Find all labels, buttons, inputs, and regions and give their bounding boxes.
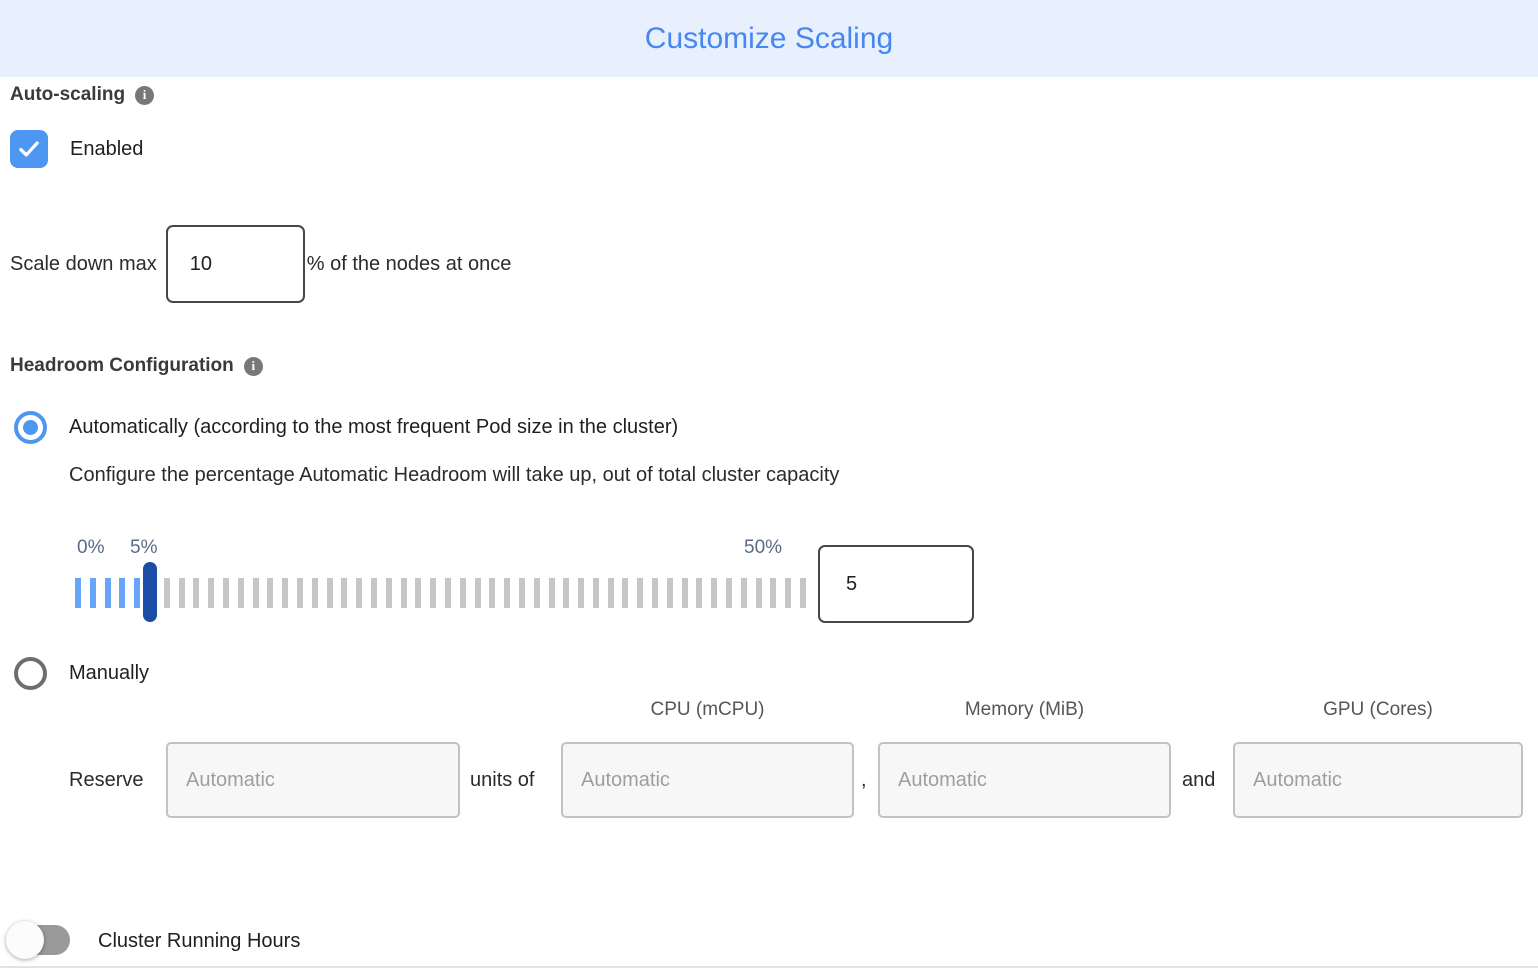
headroom-manual-option-label: Manually [69,662,150,684]
slider-tick [119,578,126,608]
headroom-manual-radio[interactable] [14,657,47,690]
check-icon [16,136,42,162]
slider-tick [785,578,792,608]
cluster-running-hours-toggle[interactable] [6,921,70,959]
headroom-auto-option-label: Automatically (according to the most fre… [69,416,679,438]
slider-tick [222,578,229,608]
radio-dot [23,420,38,435]
slider-tick [208,578,215,608]
slider-tick [267,578,274,608]
column-header-gpu: GPU (Cores) [1323,699,1433,720]
slider-tick [415,578,422,608]
slider-tick [578,578,585,608]
headroom-percentage-input[interactable] [818,545,974,623]
slider-tick [518,578,525,608]
units-of-label: units of [470,769,535,791]
reserve-memory-input[interactable] [878,742,1171,818]
reserve-label: Reserve [69,769,144,791]
auto-scaling-section-label: Auto-scaling i [10,84,155,106]
column-header-memory: Memory (MiB) [964,699,1085,720]
page-title: Customize Scaling [644,21,894,55]
bottom-divider [0,966,1538,968]
and-label: and [1182,769,1216,791]
slider-tick [474,578,481,608]
comma-separator: , [861,769,867,791]
panel-header: Customize Scaling [0,0,1538,77]
slider-tick [430,578,437,608]
scale-down-prefix: Scale down max [10,252,157,275]
cluster-running-hours-label: Cluster Running Hours [98,930,301,952]
enabled-label: Enabled [70,138,144,160]
slider-tick [282,578,289,608]
slider-tick [178,578,185,608]
headroom-auto-radio[interactable] [14,411,47,444]
slider-tick [800,578,807,608]
auto-scaling-enabled-checkbox[interactable] [10,130,48,168]
slider-tick [400,578,407,608]
info-icon[interactable]: i [135,85,155,105]
slider-tick [681,578,688,608]
slider-tick [696,578,703,608]
headroom-slider-track[interactable] [75,578,807,608]
reserve-gpu-input[interactable] [1233,742,1523,818]
scale-down-max-input[interactable] [165,225,305,303]
slider-max-label: 50% [744,537,783,558]
slider-tick [326,578,333,608]
slider-tick [711,578,718,608]
slider-current-label: 5% [130,537,158,558]
headroom-slider-handle[interactable] [143,562,157,622]
slider-tick [163,578,170,608]
slider-tick [370,578,377,608]
slider-min-label: 0% [77,537,105,558]
slider-tick [666,578,673,608]
slider-tick [89,578,96,608]
slider-tick [75,578,81,608]
slider-tick [444,578,451,608]
slider-tick [563,578,570,608]
slider-tick [592,578,599,608]
slider-tick [237,578,244,608]
slider-tick [341,578,348,608]
slider-tick [726,578,733,608]
headroom-auto-description: Configure the percentage Automatic Headr… [69,464,840,486]
headroom-section-label: Headroom Configuration i [10,355,263,377]
slider-tick [104,578,111,608]
scale-down-suffix: % of the nodes at once [306,252,512,275]
reserve-units-input[interactable] [166,742,460,818]
slider-tick [755,578,762,608]
toggle-knob[interactable] [6,921,44,959]
slider-tick [489,578,496,608]
slider-tick [193,578,200,608]
slider-tick [459,578,466,608]
slider-tick [134,578,141,608]
info-icon[interactable]: i [243,356,263,376]
slider-tick [652,578,659,608]
auto-scaling-label: Auto-scaling [10,84,126,105]
slider-tick [356,578,363,608]
scale-down-row: Scale down max % of the nodes at once [10,225,511,303]
column-header-cpu: CPU (mCPU) [650,699,765,720]
slider-tick [607,578,614,608]
slider-tick [252,578,259,608]
slider-tick [740,578,747,608]
slider-tick [622,578,629,608]
headroom-label: Headroom Configuration [10,355,234,376]
slider-tick [296,578,303,608]
slider-tick [311,578,318,608]
slider-tick [533,578,540,608]
slider-tick [770,578,777,608]
slider-tick [385,578,392,608]
reserve-cpu-input[interactable] [561,742,854,818]
slider-tick [637,578,644,608]
slider-tick [504,578,511,608]
slider-tick [548,578,555,608]
